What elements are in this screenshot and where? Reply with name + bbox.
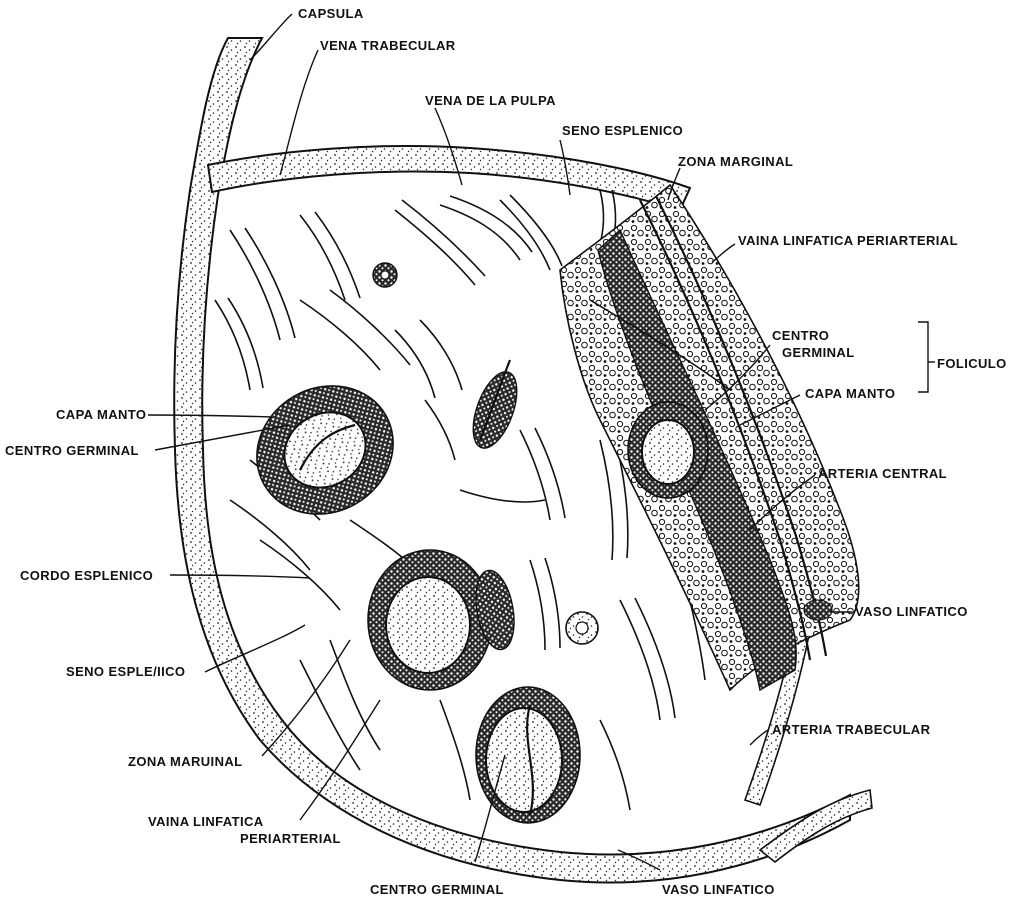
label-cordo-esplenico: CORDO ESPLENICO	[20, 568, 153, 583]
label-zona-maruinal: ZONA MARUINAL	[128, 754, 242, 769]
lymphatic-vessel-right	[804, 600, 832, 620]
label-seno-esplenico-top: SENO ESPLENICO	[562, 123, 683, 138]
label-centro-right: CENTRO	[772, 328, 829, 343]
label-vaso-linfatico-right: VASO LINFATICO	[855, 604, 968, 619]
label-capsula: CAPSULA	[298, 6, 364, 21]
follicle-center	[368, 550, 492, 690]
label-centro-germinal-left: CENTRO GERMINAL	[5, 443, 139, 458]
label-vaso-linfatico-bottom: VASO LINFATICO	[662, 882, 775, 897]
label-seno-esplenico-left: SENO ESPLE/IICO	[66, 664, 185, 679]
label-germinal-right: GERMINAL	[782, 345, 855, 360]
label-centro-germinal-bottom: CENTRO GERMINAL	[370, 882, 504, 897]
arteriole-top	[373, 263, 397, 287]
label-foliculo: FOLICULO	[937, 356, 1007, 371]
label-vaina-linfatica-bottom: VAINA LINFATICA	[148, 814, 264, 829]
label-vaina-linfatica-right: VAINA LINFATICA PERIARTERIAL	[738, 233, 958, 248]
small-sheath-center	[464, 360, 525, 454]
label-vena-de-la-pulpa: VENA DE LA PULPA	[425, 93, 556, 108]
label-arteria-trabecular: ARTERIA TRABECULAR	[772, 722, 931, 737]
trabecula-top	[208, 146, 690, 210]
label-periarterial-bottom: PERIARTERIAL	[240, 831, 341, 846]
arteriole-bottom	[566, 612, 598, 644]
label-arteria-central: ARTERIA CENTRAL	[818, 466, 947, 481]
label-zona-marginal-right: ZONA MARGINAL	[678, 154, 793, 169]
label-vena-trabecular: VENA TRABECULAR	[320, 38, 456, 53]
follicle-right	[628, 402, 708, 498]
follicle-left	[233, 361, 416, 538]
label-capa-manto-right: CAPA MANTO	[805, 386, 895, 401]
label-capa-manto-left: CAPA MANTO	[56, 407, 146, 422]
